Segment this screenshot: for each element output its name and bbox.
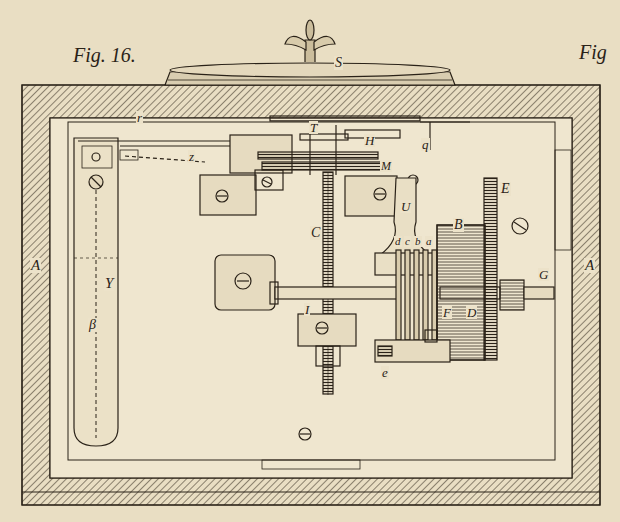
- callout-letter: B: [453, 218, 464, 232]
- callout-letter: I: [304, 303, 310, 316]
- callout-letter: A: [30, 258, 41, 273]
- callout-letter: z: [188, 150, 195, 163]
- callout-letter: d: [394, 236, 402, 247]
- callout-letter: a: [425, 236, 433, 247]
- callout-letter: D: [466, 306, 477, 319]
- callout-letter: r: [136, 111, 143, 124]
- callout-letter: c: [404, 236, 411, 247]
- callout-letter: β: [88, 318, 97, 332]
- callout-letter: T: [309, 121, 318, 134]
- callout-letter: C: [310, 226, 321, 240]
- callout-letter: G: [538, 268, 549, 281]
- callout-letter: A: [584, 258, 595, 273]
- callout-letter: M: [380, 160, 392, 172]
- callout-letter: Y: [104, 276, 114, 291]
- callout-letter: S: [334, 56, 343, 70]
- callout-letter: b: [414, 236, 422, 247]
- callout-letter: H: [364, 134, 375, 147]
- callout-letter: U: [400, 200, 411, 213]
- callout-letter: F: [442, 306, 452, 319]
- figure-title: Fig. 16.: [72, 45, 137, 65]
- callout-letter: q: [421, 138, 430, 151]
- callout-letter: e: [381, 366, 389, 379]
- figure-title: Fig: [578, 42, 608, 62]
- callout-letter: E: [500, 182, 511, 196]
